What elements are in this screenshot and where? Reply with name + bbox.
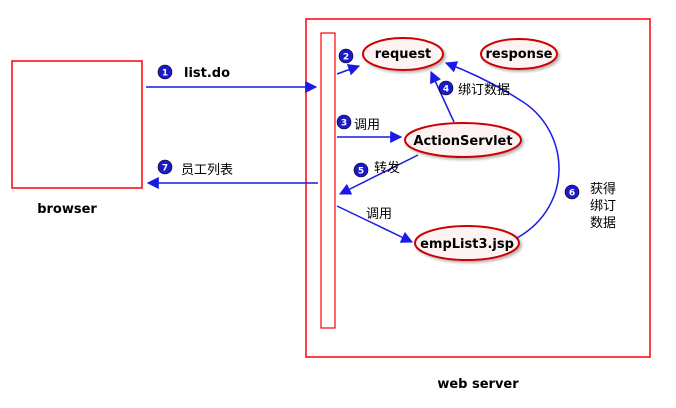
step-badge-7: 7 xyxy=(157,159,173,175)
action-servlet-label: ActionServlet xyxy=(413,134,512,149)
label-get-bound-2: 绑订 xyxy=(590,199,616,214)
label-get-bound-1: 获得 xyxy=(590,181,616,197)
emplist-node: empList3.jsp xyxy=(414,225,520,261)
label-get-bound-3: 数据 xyxy=(590,216,616,231)
action-servlet-node: ActionServlet xyxy=(404,122,522,158)
label-call-2: 调用 xyxy=(366,207,392,222)
container-bar xyxy=(320,32,336,329)
svg-text:4: 4 xyxy=(443,85,449,95)
label-forward: 转发 xyxy=(374,160,400,176)
response-node: response xyxy=(480,38,558,70)
svg-text:1: 1 xyxy=(162,69,168,79)
step-badge-4: 4 xyxy=(438,80,454,96)
step-badge-6: 6 xyxy=(564,184,580,200)
arrow-to-request xyxy=(336,64,361,76)
label-bind-data: 绑订数据 xyxy=(458,83,510,98)
label-list-do: list.do xyxy=(184,66,230,81)
browser-label: browser xyxy=(37,202,97,217)
step-badge-2: 2 xyxy=(338,48,354,64)
arrow-bind-data xyxy=(430,70,455,123)
step-badge-1: 1 xyxy=(157,64,173,80)
label-call-1: 调用 xyxy=(354,118,380,133)
emplist-label: empList3.jsp xyxy=(420,237,514,252)
svg-text:7: 7 xyxy=(162,164,168,174)
arrow-forward xyxy=(338,154,419,195)
web-server-label: web server xyxy=(437,377,519,392)
svg-text:5: 5 xyxy=(358,167,364,177)
svg-text:2: 2 xyxy=(343,53,349,63)
label-employee-list: 员工列表 xyxy=(181,163,233,178)
request-label: request xyxy=(375,47,432,62)
svg-text:6: 6 xyxy=(569,189,575,199)
step-badge-5: 5 xyxy=(353,162,369,178)
request-node: request xyxy=(362,37,444,71)
response-label: response xyxy=(485,47,552,62)
web-server-box xyxy=(305,18,651,358)
browser-box xyxy=(11,60,143,189)
arrow-call-emplist xyxy=(336,205,414,243)
arrow-get-bound-data xyxy=(444,61,560,239)
step-badge-3: 3 xyxy=(336,114,352,130)
svg-text:3: 3 xyxy=(341,119,347,129)
